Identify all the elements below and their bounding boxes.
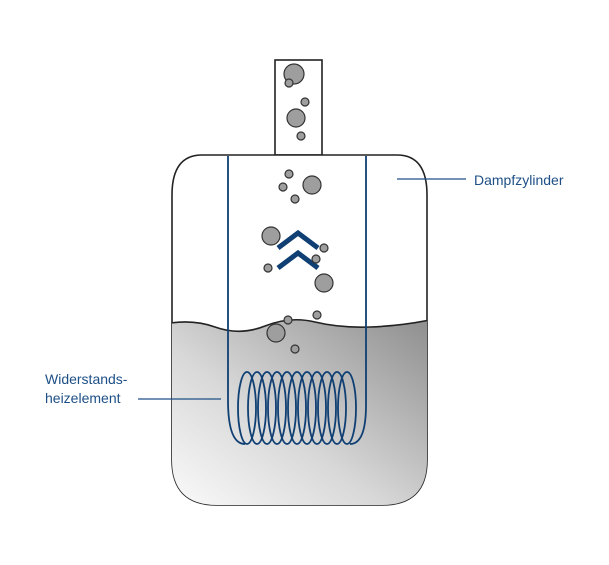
bubble [261,226,281,246]
bubble [286,108,306,128]
steam-cylinder-label: Dampfzylinder [474,172,564,188]
coil-loop [267,371,287,445]
coil-loop [257,371,277,445]
heating-element-label-line2: heizelement [45,390,121,406]
bubble [290,344,300,354]
bubble [284,169,294,179]
bubble [302,175,322,195]
coil-loop [307,371,327,445]
bubble [314,273,334,293]
bubble [263,263,273,273]
bubble [284,78,294,88]
coil-loop [297,371,317,445]
coil-loop [237,371,257,445]
bubble [290,194,300,204]
bubble [312,310,322,320]
heating-element-label-line1: Widerstands- [45,371,128,387]
coil-loop [317,371,337,445]
bubble [300,97,310,107]
steam-bubbles [261,63,334,354]
coil-loop [247,371,267,445]
coil-loop [287,371,307,445]
bubble [283,315,293,325]
bubble [296,131,306,141]
upward-arrow-icon [276,229,320,270]
bubble [319,243,329,253]
bubble [278,182,288,192]
bubble [311,254,321,264]
coil-loop [327,371,347,445]
bubble [266,323,286,343]
coil-loop [337,371,357,445]
heating-element [227,156,367,445]
coil-loop [277,371,297,445]
